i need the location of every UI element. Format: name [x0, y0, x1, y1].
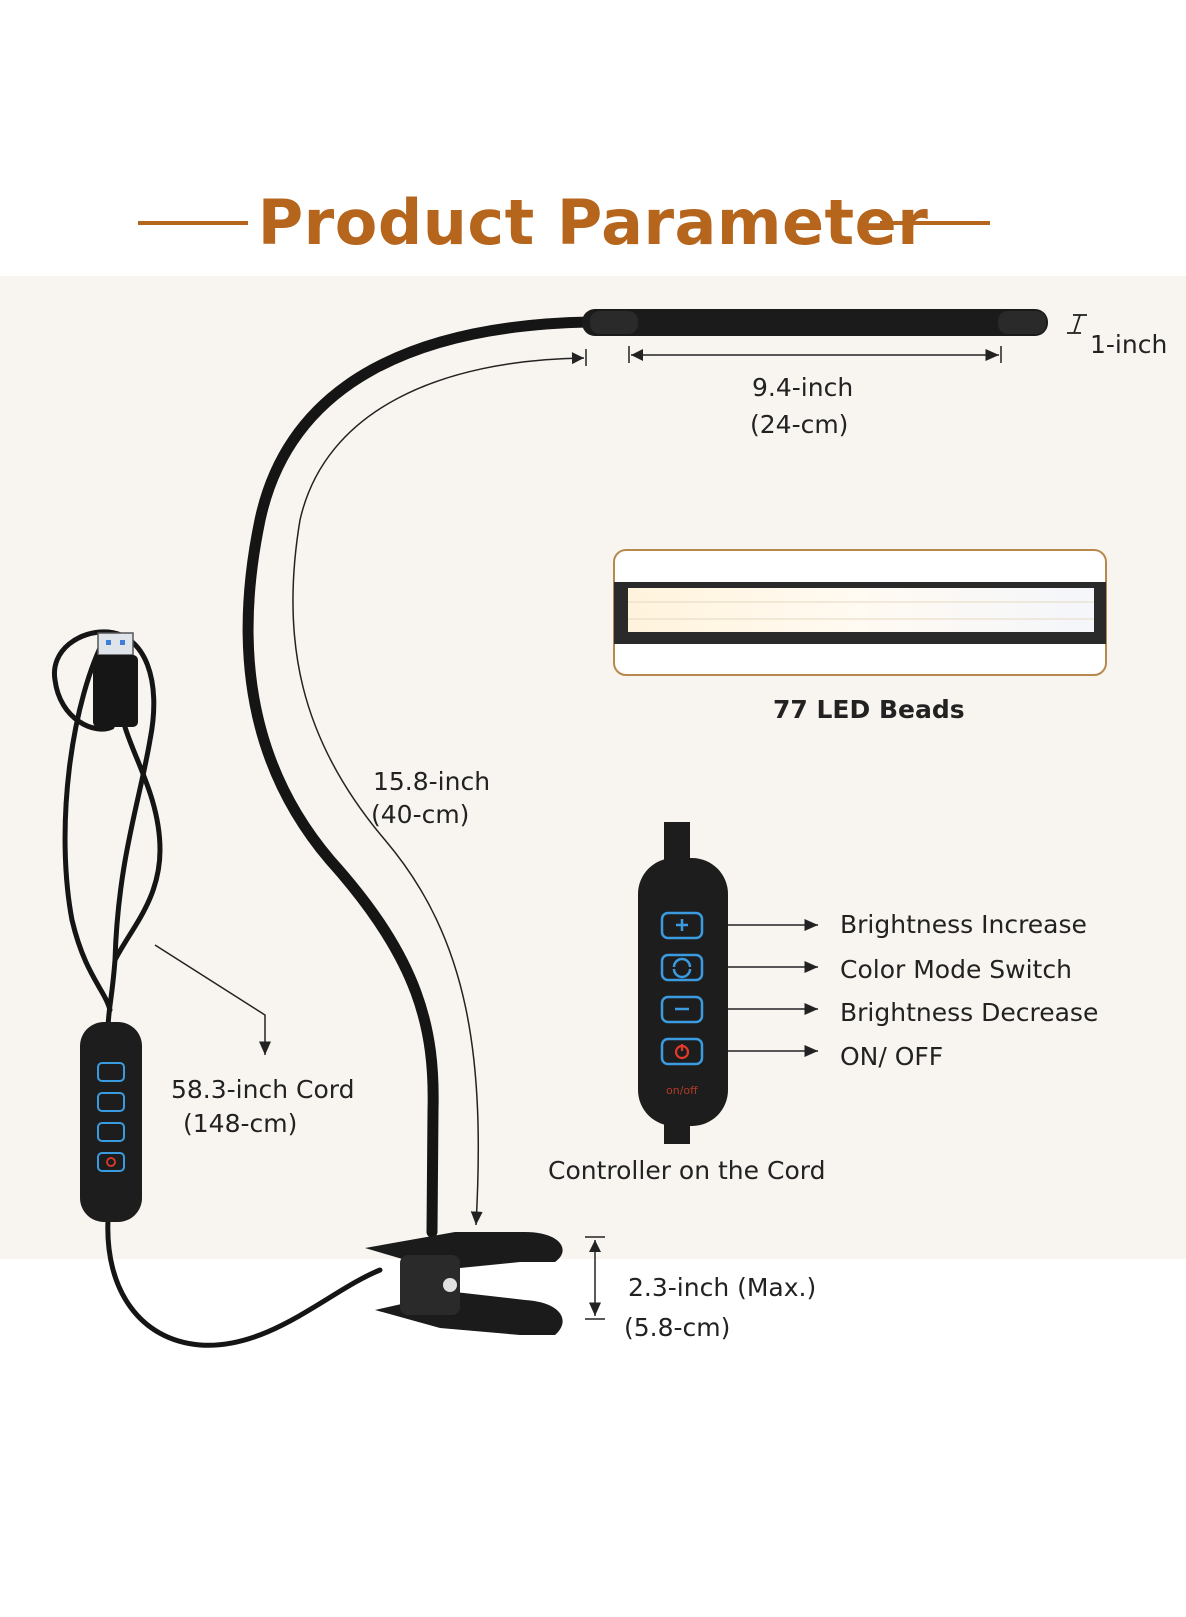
clip-opening-cm: (5.8-cm): [624, 1313, 731, 1342]
title-rule-left: [138, 221, 248, 225]
lamp-head: [582, 309, 1048, 336]
button-label-brightness-decrease: Brightness Decrease: [840, 998, 1099, 1027]
neck-length-arrow: [292, 352, 585, 1226]
power-icon: [660, 1037, 704, 1066]
title-rule-right: [880, 221, 990, 225]
title-block: Product Parameter: [0, 185, 1186, 265]
led-strip: [628, 588, 1094, 632]
neck-length-inch: 15.8-inch: [373, 767, 491, 796]
desk-clip: [365, 1232, 563, 1335]
small-controller-buttons: [97, 1062, 125, 1172]
large-controller: [638, 858, 728, 1126]
clip-opening-inch: 2.3-inch (Max.): [628, 1273, 817, 1302]
button-label-brightness-increase: Brightness Increase: [840, 910, 1087, 939]
minus-icon: [660, 995, 704, 1024]
gooseneck: [242, 316, 596, 1238]
thickness-marker: [1067, 314, 1087, 334]
power-caption: on/off: [666, 1084, 698, 1097]
usb-plug: [97, 632, 134, 656]
button-label-color-mode: Color Mode Switch: [840, 955, 1072, 984]
controller-caption: Controller on the Cord: [548, 1156, 826, 1185]
head-length-inch: 9.4-inch: [752, 373, 854, 402]
page-title: Product Parameter: [257, 186, 929, 259]
led-beads-label: 77 LED Beads: [773, 695, 965, 724]
thickness-label: 1-inch: [1090, 330, 1168, 359]
cycle-icon: [660, 953, 704, 982]
button-label-on-off: ON/ OFF: [840, 1042, 944, 1071]
background-band: [0, 276, 1186, 1259]
neck-length-cm: (40-cm): [371, 800, 470, 829]
plus-icon: [660, 911, 704, 940]
cord-length-cm: (148-cm): [183, 1109, 298, 1138]
cord-length-inch: 58.3-inch Cord: [171, 1075, 355, 1104]
usb-cable: [52, 629, 383, 1348]
head-length-cm: (24-cm): [750, 410, 849, 439]
led-beads: [628, 601, 1094, 620]
